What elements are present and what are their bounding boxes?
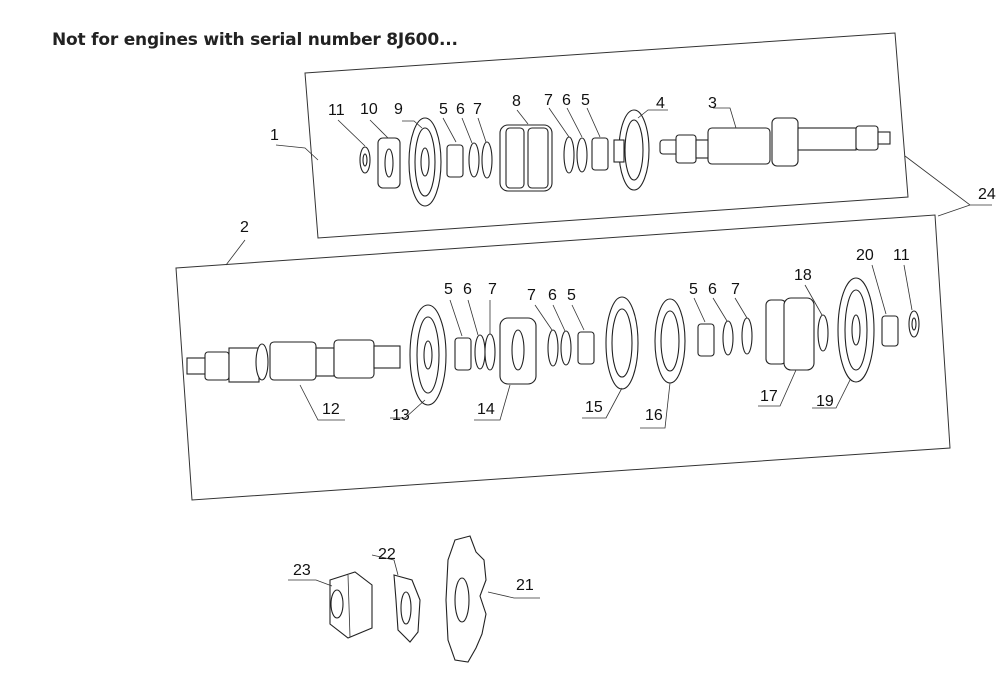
bearing-5b: [591, 137, 609, 171]
callout-13: 13: [392, 407, 410, 424]
callout-5d: 5: [567, 287, 576, 304]
ring-7b: [563, 136, 575, 174]
ring-6a: [468, 142, 480, 178]
page-note: Not for engines with serial number 8J600…: [52, 30, 458, 50]
callout-5b: 5: [581, 92, 590, 109]
callout-7a: 7: [473, 101, 482, 118]
callout-5e: 5: [689, 281, 698, 298]
callout-7d: 7: [527, 287, 536, 304]
shaft-3-splines: [707, 127, 771, 165]
gear-17: [765, 299, 787, 365]
callout-18: 18: [794, 267, 812, 284]
ring-6b: [576, 137, 588, 173]
callout-15: 15: [585, 399, 603, 416]
callout-5a: 5: [439, 101, 448, 118]
callout-8: 8: [512, 93, 521, 110]
bearing-5c: [454, 337, 472, 371]
callout-2: 2: [240, 219, 249, 236]
ring-7c: [484, 333, 496, 371]
callout-16: 16: [645, 407, 663, 424]
callout-19: 19: [816, 393, 834, 410]
upper-assembly-frame: [304, 32, 909, 239]
ring-7a: [481, 141, 493, 179]
nut-23: [329, 571, 373, 639]
callout-24: 24: [978, 186, 996, 203]
bearing-5d: [577, 331, 595, 365]
callout-7e: 7: [731, 281, 740, 298]
callout-6d: 6: [548, 287, 557, 304]
callout-23: 23: [293, 562, 311, 579]
ring-6e: [722, 320, 734, 356]
ring-7e: [741, 317, 753, 355]
loose-parts: [288, 535, 540, 663]
callout-6b: 6: [562, 92, 571, 109]
callout-11a: 11: [328, 102, 345, 119]
callout-11b: 11: [893, 247, 910, 264]
callout-6a: 6: [456, 101, 465, 118]
ring-7d: [547, 329, 559, 367]
callout-7b: 7: [544, 92, 553, 109]
callout-3: 3: [708, 95, 717, 112]
callout-12: 12: [322, 401, 340, 418]
callout-20: 20: [856, 247, 874, 264]
shaft-12-tip: [186, 357, 208, 375]
callout-1: 1: [270, 127, 279, 144]
callout-21: 21: [516, 577, 534, 594]
lower-assembly-frame: [175, 214, 951, 501]
callout-labels: 1 2 3 4 5 6 7 8 9 10 11 7 6 5 24 5 6 7 7…: [240, 92, 996, 594]
shaft-12-splines: [269, 341, 317, 381]
upper-leaders: [275, 107, 737, 161]
callout-17: 17: [760, 388, 778, 405]
callout-22: 22: [378, 546, 396, 563]
callout-6c: 6: [463, 281, 472, 298]
bearing-5a: [446, 144, 464, 178]
callout-5c: 5: [444, 281, 453, 298]
callout-4: 4: [656, 95, 665, 112]
upper-shaft-parts: [359, 109, 891, 207]
ring-6c: [474, 334, 486, 370]
lower-leaders: [225, 239, 913, 429]
callout-7c: 7: [488, 281, 497, 298]
callout-9: 9: [394, 101, 403, 118]
callout-14: 14: [477, 401, 495, 418]
washer-18: [817, 314, 829, 352]
bearing-20: [881, 315, 899, 347]
ring-6d: [560, 330, 572, 366]
callout-10: 10: [360, 101, 378, 118]
bearing-5e: [697, 323, 715, 357]
lower-shaft-parts: [186, 277, 920, 406]
callout-6e: 6: [708, 281, 717, 298]
